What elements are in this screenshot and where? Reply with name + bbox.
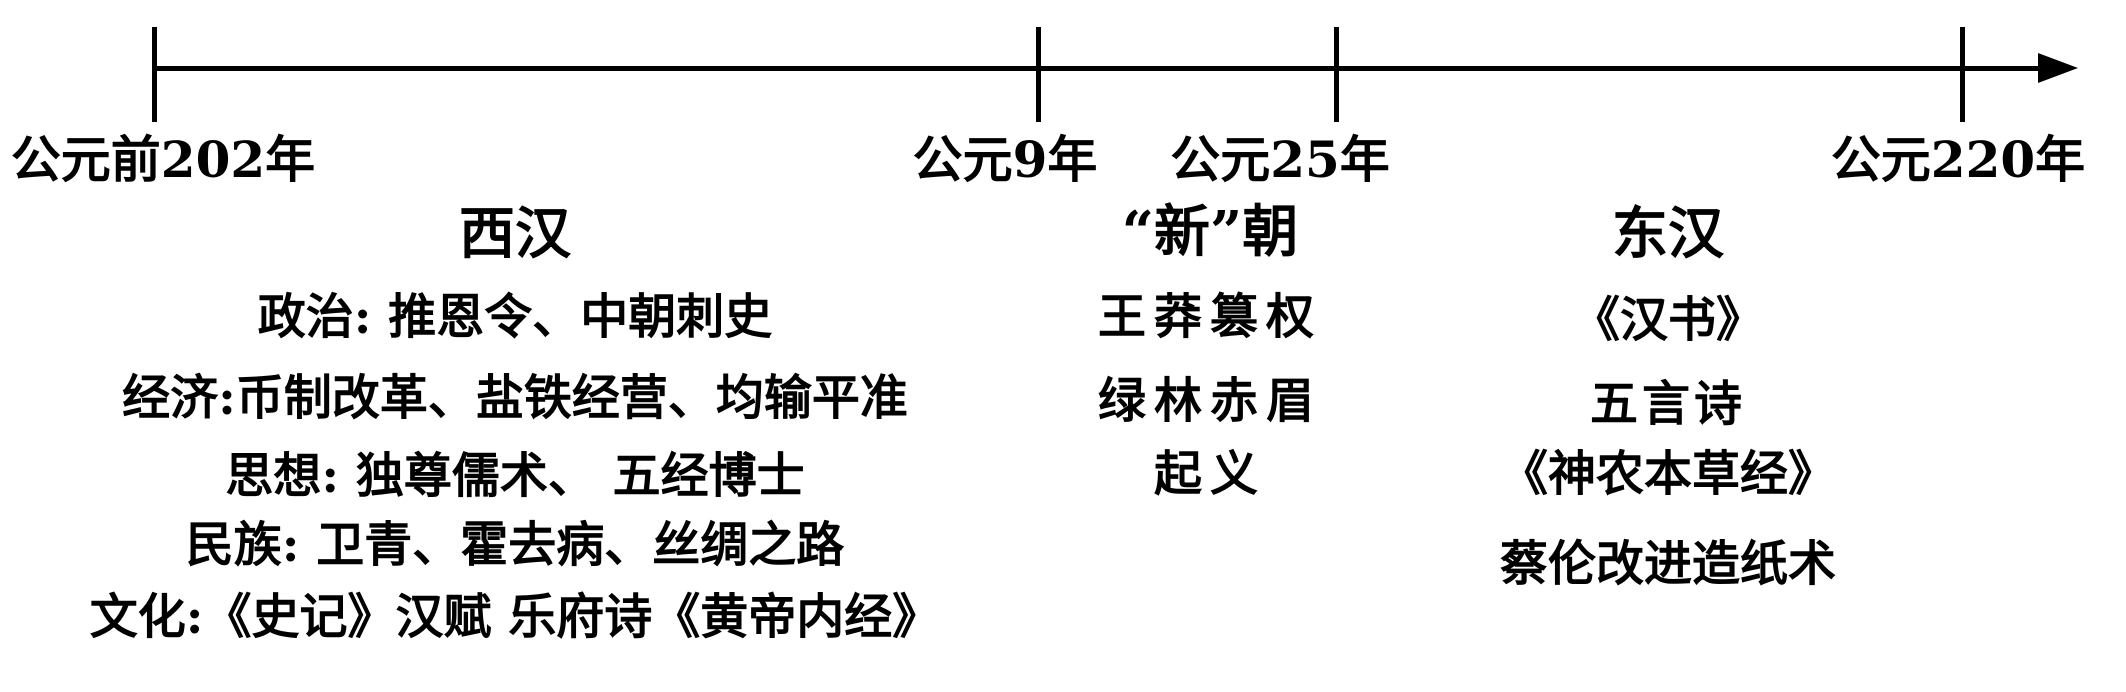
tick-202bc [152,27,157,122]
western-han-thought-line: 思想: 独尊儒术、 五经博士 [225,448,805,504]
western-han-culture-line: 文化:《史记》汉赋 乐府诗《黄帝内经》 [89,589,941,645]
timeline-axis [152,66,2050,71]
eastern-han-papermaking-line: 蔡伦改进造纸术 [1499,536,1837,592]
xin-lulin-chimei-line: 绿林赤眉 [1097,373,1323,429]
year-label-9ad: 公元9年 [912,130,1098,189]
section-title-western-han: 西汉 [459,201,571,267]
section-title-eastern-han: 东汉 [1612,201,1724,267]
eastern-han-hanshu-line: 《汉书》 [1571,292,1765,348]
western-han-politics-line: 政治: 推恩令、中朝刺史 [257,289,773,345]
right-arrowhead-icon [2038,53,2078,83]
section-title-xin-dynasty: “新”朝 [1121,199,1299,265]
tick-9ad [1036,27,1041,122]
xin-uprising-line: 起义 [1153,446,1267,502]
tick-25ad [1334,27,1339,122]
year-label-202bc: 公元前202年 [10,130,316,189]
western-han-economy-line: 经济:币制改革、盐铁经营、均输平准 [122,370,908,426]
xin-wang-mang-line: 王莽篡权 [1097,289,1323,345]
western-han-ethnic-line: 民族: 卫青、霍去病、丝绸之路 [185,517,845,573]
year-label-25ad: 公元25年 [1170,130,1390,189]
eastern-han-poetry-line: 五言诗 [1589,376,1747,432]
eastern-han-materia-medica-line: 《神农本草经》 [1499,446,1837,502]
tick-220ad [1960,27,1965,122]
year-label-220ad: 公元220年 [1830,130,2086,189]
